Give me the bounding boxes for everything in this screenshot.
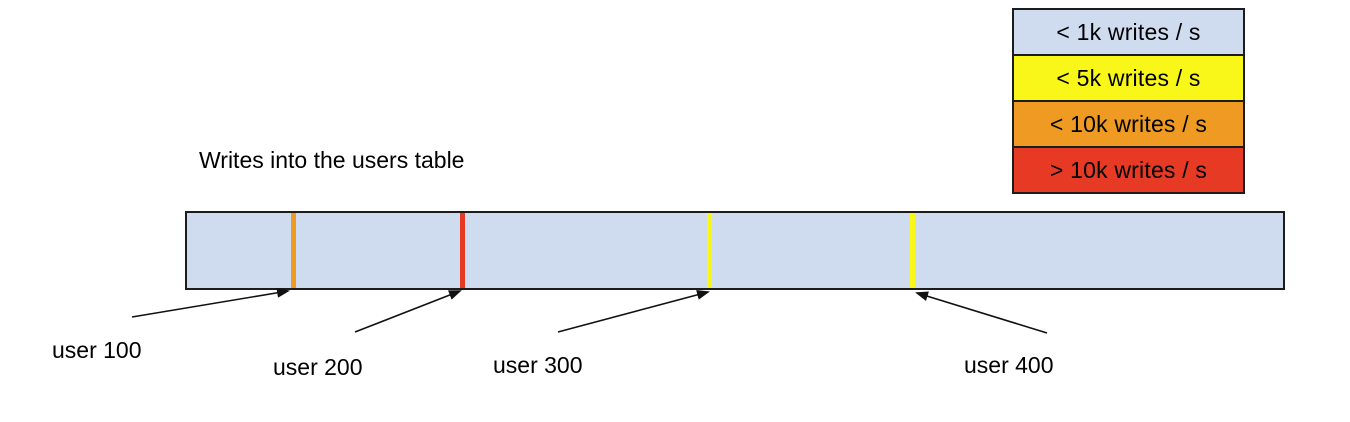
users-table-bar bbox=[185, 211, 1285, 290]
user-100-label: user 100 bbox=[52, 337, 142, 363]
arrow-user-400 bbox=[915, 291, 1048, 334]
legend-item-lt-5k: < 5k writes / s bbox=[1012, 54, 1245, 102]
legend-item-gt-10k: > 10k writes / s bbox=[1012, 146, 1245, 194]
write-hotspot-stripe-user-200 bbox=[460, 213, 465, 288]
arrow-user-100 bbox=[131, 287, 290, 318]
write-hotspot-stripe-user-300 bbox=[707, 213, 712, 288]
user-300-label: user 300 bbox=[493, 352, 583, 378]
write-hotspot-stripe-user-100 bbox=[291, 213, 296, 288]
diagram-title: Writes into the users table bbox=[199, 147, 465, 173]
arrow-user-200 bbox=[354, 290, 462, 333]
arrow-user-300 bbox=[557, 290, 710, 333]
legend-item-lt-10k: < 10k writes / s bbox=[1012, 100, 1245, 148]
legend-item-lt-1k: < 1k writes / s bbox=[1012, 8, 1245, 56]
user-400-label: user 400 bbox=[964, 352, 1054, 378]
legend: < 1k writes / s < 5k writes / s < 10k wr… bbox=[1012, 8, 1245, 194]
write-hotspot-stripe-user-400 bbox=[910, 213, 915, 288]
user-200-label: user 200 bbox=[273, 354, 363, 380]
